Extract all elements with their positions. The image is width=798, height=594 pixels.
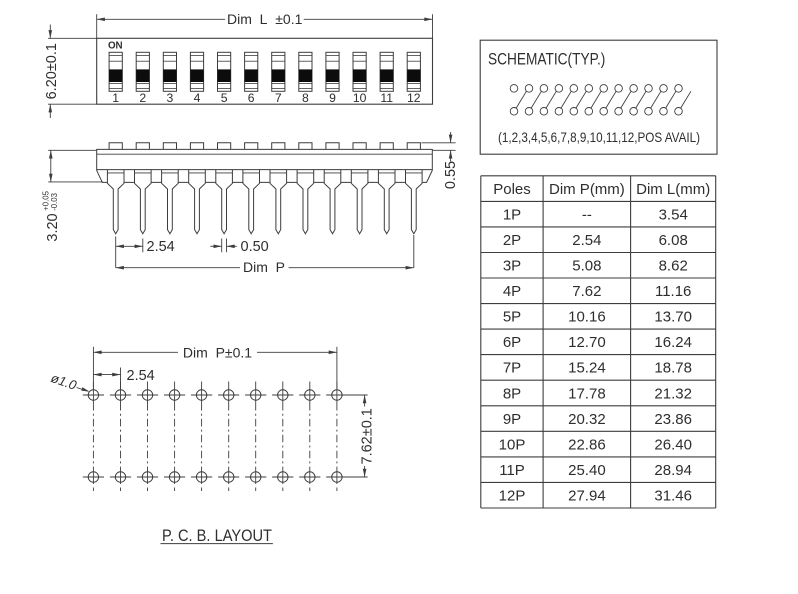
svg-text:23.86: 23.86 bbox=[654, 411, 692, 428]
svg-text:3: 3 bbox=[167, 91, 174, 105]
svg-text:P. C. B. LAYOUT: P. C. B. LAYOUT bbox=[162, 527, 272, 545]
svg-text:10: 10 bbox=[353, 91, 367, 105]
svg-text:5P: 5P bbox=[503, 309, 521, 326]
svg-text:7.62±0.1: 7.62±0.1 bbox=[359, 408, 375, 464]
svg-text:0.50: 0.50 bbox=[241, 239, 269, 255]
svg-text:8P: 8P bbox=[503, 385, 521, 402]
svg-text:8: 8 bbox=[302, 91, 309, 105]
svg-text:1P: 1P bbox=[503, 206, 521, 223]
svg-text:--: -- bbox=[582, 206, 592, 223]
svg-text:3P: 3P bbox=[503, 258, 521, 275]
svg-text:25.40: 25.40 bbox=[568, 462, 606, 479]
svg-text:2.54: 2.54 bbox=[147, 239, 175, 255]
svg-text:2.54: 2.54 bbox=[572, 232, 601, 249]
svg-text:Dim P: Dim P bbox=[243, 259, 285, 275]
svg-text:22.86: 22.86 bbox=[568, 436, 606, 453]
svg-text:5: 5 bbox=[221, 91, 228, 105]
svg-text:9P: 9P bbox=[503, 411, 521, 428]
svg-text:26.40: 26.40 bbox=[654, 436, 692, 453]
svg-text:2: 2 bbox=[139, 91, 146, 105]
svg-text:5.08: 5.08 bbox=[572, 258, 601, 275]
svg-text:31.46: 31.46 bbox=[654, 488, 692, 505]
svg-text:17.78: 17.78 bbox=[568, 385, 606, 402]
svg-text:4P: 4P bbox=[503, 283, 521, 300]
svg-text:1: 1 bbox=[112, 91, 119, 105]
svg-text:Poles: Poles bbox=[493, 181, 531, 198]
svg-text:10.16: 10.16 bbox=[568, 309, 606, 326]
svg-text:13.70: 13.70 bbox=[654, 309, 692, 326]
svg-text:16.24: 16.24 bbox=[654, 334, 692, 351]
svg-text:6P: 6P bbox=[503, 334, 521, 351]
svg-text:(1,2,3,4,5,6,7,8,9,10,11,12,PO: (1,2,3,4,5,6,7,8,9,10,11,12,POS AVAIL) bbox=[498, 130, 700, 145]
svg-text:SCHEMATIC(TYP.): SCHEMATIC(TYP.) bbox=[488, 51, 605, 69]
svg-text:Dim P(mm): Dim P(mm) bbox=[549, 181, 625, 198]
svg-text:7P: 7P bbox=[503, 360, 521, 377]
svg-text:27.94: 27.94 bbox=[568, 488, 606, 505]
svg-text:2P: 2P bbox=[503, 232, 521, 249]
svg-text:Dim L ±0.1: Dim L ±0.1 bbox=[227, 11, 303, 27]
svg-text:9: 9 bbox=[329, 91, 336, 105]
svg-text:+0.05: +0.05 bbox=[42, 190, 51, 210]
svg-text:3.20: 3.20 bbox=[45, 213, 61, 241]
svg-text:Dim L(mm): Dim L(mm) bbox=[636, 181, 710, 198]
svg-text:0.55: 0.55 bbox=[443, 161, 459, 189]
svg-text:-0.03: -0.03 bbox=[50, 193, 59, 211]
svg-text:7.62: 7.62 bbox=[572, 283, 601, 300]
svg-text:6.08: 6.08 bbox=[659, 232, 688, 249]
svg-text:10P: 10P bbox=[499, 436, 526, 453]
svg-text:20.32: 20.32 bbox=[568, 411, 606, 428]
svg-text:6: 6 bbox=[248, 91, 255, 105]
svg-text:12P: 12P bbox=[499, 488, 526, 505]
svg-text:11P: 11P bbox=[499, 462, 525, 479]
svg-text:3.54: 3.54 bbox=[659, 206, 688, 223]
svg-text:Dim P±0.1: Dim P±0.1 bbox=[183, 345, 252, 361]
svg-text:18.78: 18.78 bbox=[654, 360, 692, 377]
svg-text:28.94: 28.94 bbox=[654, 462, 692, 479]
svg-text:11.16: 11.16 bbox=[655, 283, 691, 300]
svg-text:8.62: 8.62 bbox=[659, 258, 688, 275]
svg-text:11: 11 bbox=[380, 91, 393, 105]
svg-text:4: 4 bbox=[194, 91, 201, 105]
svg-text:21.32: 21.32 bbox=[654, 385, 692, 402]
svg-text:2.54: 2.54 bbox=[127, 368, 155, 384]
svg-text:15.24: 15.24 bbox=[568, 360, 606, 377]
svg-text:12: 12 bbox=[407, 91, 421, 105]
svg-text:7: 7 bbox=[275, 91, 282, 105]
svg-text:6.20±0.1: 6.20±0.1 bbox=[44, 43, 60, 99]
svg-text:ON: ON bbox=[108, 41, 123, 52]
svg-text:12.70: 12.70 bbox=[568, 334, 606, 351]
